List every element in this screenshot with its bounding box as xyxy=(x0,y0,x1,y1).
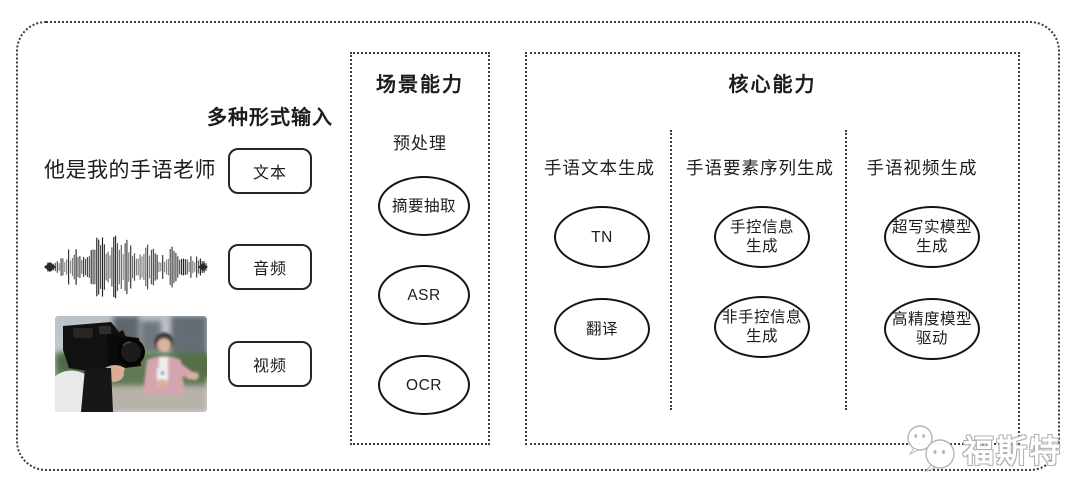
column-header-sign-video-generation: 手语视频生成 xyxy=(866,158,978,178)
video-input-photo xyxy=(55,316,207,412)
column-divider xyxy=(845,130,847,410)
input-box-audio-label: 音频 xyxy=(252,261,287,278)
watermark-logo-icon xyxy=(907,425,955,473)
input-box-video: 视频 xyxy=(228,341,312,387)
watermark: 福斯特 xyxy=(905,423,1065,473)
input-box-text: 文本 xyxy=(228,148,312,194)
input-box-video-label: 视频 xyxy=(252,358,287,375)
node-manual-info-generation: 手控信息 生成 xyxy=(714,206,810,268)
node-high-precision-model-driving: 高精度模型 驱动 xyxy=(884,298,980,360)
core-capability-box: 核心能力 手语文本生成 手语要素序列生成 手语视频生成 TN 翻译 手控信息 生… xyxy=(525,52,1020,445)
scene-box-title: 场景能力 xyxy=(376,74,464,96)
core-box-title: 核心能力 xyxy=(728,74,817,96)
watermark-text: 福斯特 xyxy=(963,433,1062,469)
column-divider xyxy=(670,130,672,410)
column-header-sign-text-generation: 手语文本生成 xyxy=(544,158,655,178)
node-asr: ASR xyxy=(378,265,470,325)
node-non-manual-info-generation: 非手控信息 生成 xyxy=(714,296,810,358)
input-section-title: 多种形式输入 xyxy=(207,107,333,129)
reporter-photo-illustration xyxy=(55,316,207,412)
scene-capability-box: 场景能力 预处理 摘要抽取 ASR OCR xyxy=(350,52,490,445)
audio-waveform-icon xyxy=(44,235,208,299)
node-translation: 翻译 xyxy=(554,298,650,360)
input-box-text-label: 文本 xyxy=(252,165,287,182)
node-ocr: OCR xyxy=(378,355,470,415)
node-tn: TN xyxy=(554,206,650,268)
node-hyperreal-model-generation: 超写实模型 生成 xyxy=(884,206,980,268)
column-header-sign-element-sequence-generation: 手语要素序列生成 xyxy=(686,158,834,178)
node-summary-extraction: 摘要抽取 xyxy=(378,176,470,236)
input-box-audio: 音频 xyxy=(228,244,312,290)
preprocess-label: 预处理 xyxy=(393,134,447,153)
outer-dotted-border xyxy=(16,21,1060,471)
sample-input-text: 他是我的手语老师 xyxy=(44,159,216,182)
